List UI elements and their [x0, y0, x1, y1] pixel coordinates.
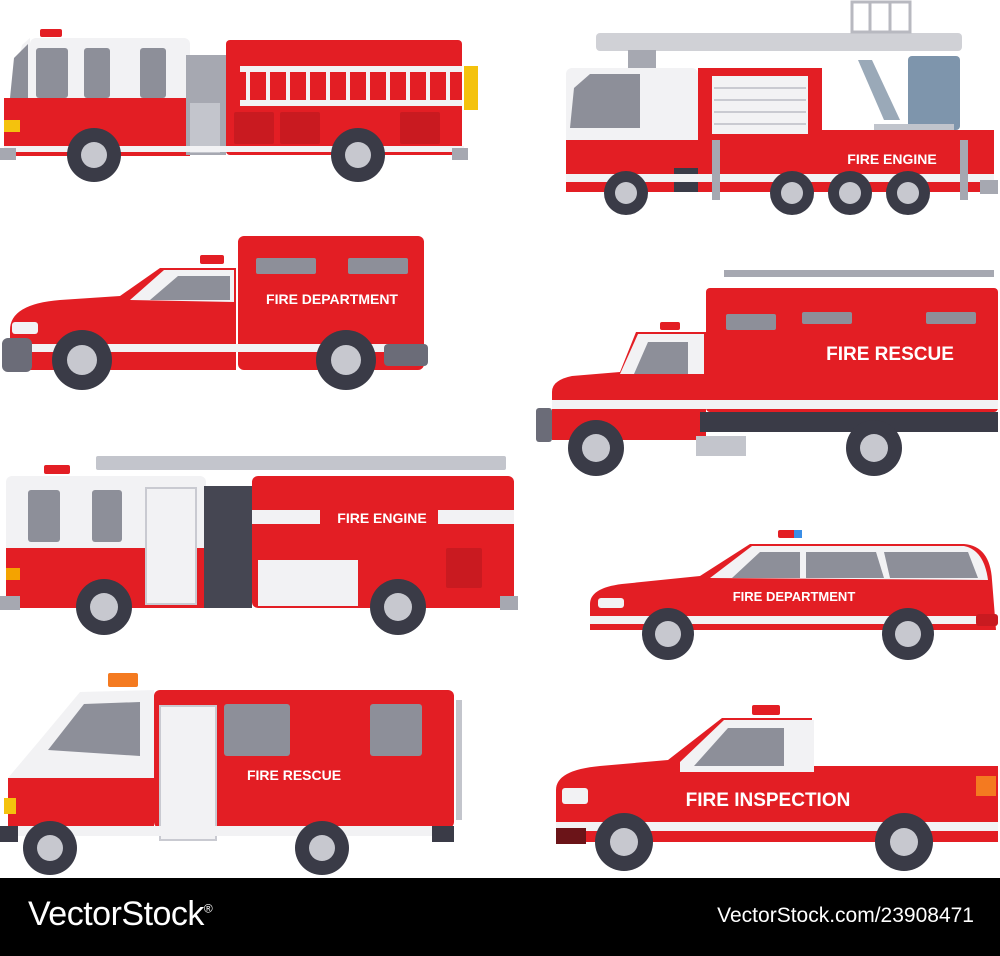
aerial-platform-fire-engine: FIRE ENGINE: [566, 0, 998, 215]
vehicle-label: FIRE RESCUE: [247, 767, 341, 783]
brand-name: VectorStock: [28, 895, 204, 933]
vehicle-label: FIRE DEPARTMENT: [733, 589, 856, 604]
vehicle-label: FIRE INSPECTION: [686, 790, 851, 811]
fire-department-station-wagon: FIRE DEPARTMENT: [590, 530, 998, 660]
fire-department-utility-truck: FIRE DEPARTMENT: [2, 236, 428, 390]
fire-vehicles-svg: FIRE ENGINE FIRE DEPARTMENT FIRE RESCUE: [0, 0, 998, 875]
watermark-footer: VectorStock® VectorStock.com/23908471: [0, 878, 1000, 956]
fire-rescue-box-truck: FIRE RESCUE: [536, 270, 998, 476]
vehicle-label: FIRE DEPARTMENT: [266, 291, 398, 307]
illustration: FIRE ENGINE FIRE DEPARTMENT FIRE RESCUE: [0, 0, 998, 875]
vehicle-label: FIRE ENGINE: [337, 510, 426, 526]
vehicle-label: FIRE RESCUE: [826, 344, 954, 365]
image-id: VectorStock.com/23908471: [717, 904, 974, 927]
fire-inspection-pickup: FIRE INSPECTION: [556, 705, 998, 871]
vectorstock-logo: VectorStock®: [28, 895, 213, 934]
pumper-fire-truck: [0, 29, 478, 182]
registered-mark: ®: [203, 901, 213, 916]
vehicle-label: FIRE ENGINE: [847, 151, 936, 167]
fire-rescue-van: FIRE RESCUE: [0, 673, 462, 875]
ladder-fire-engine: FIRE ENGINE: [0, 456, 518, 635]
